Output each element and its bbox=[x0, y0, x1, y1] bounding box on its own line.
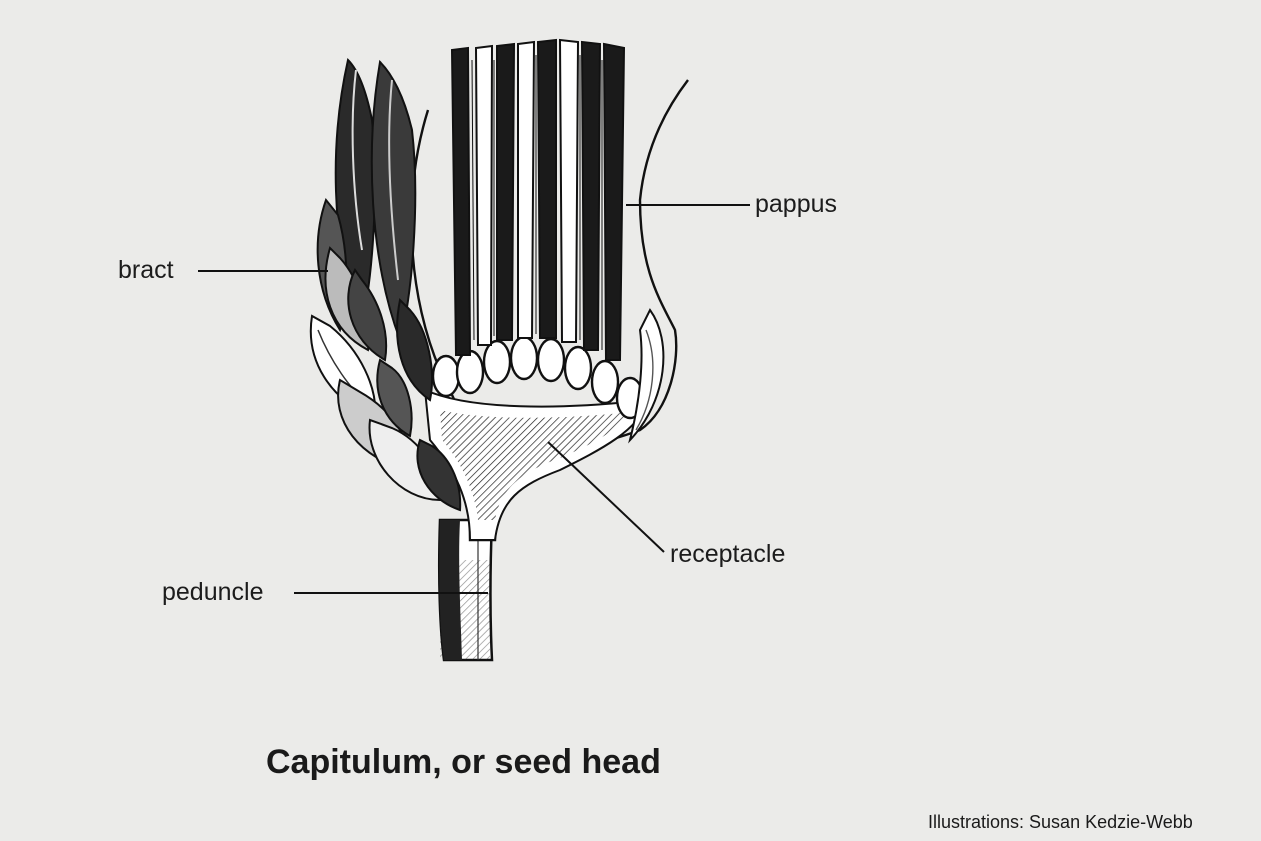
bract-label: bract bbox=[118, 256, 174, 285]
receptacle-shape bbox=[425, 390, 648, 540]
pappus-bristles bbox=[452, 40, 624, 360]
pappus-label: pappus bbox=[755, 190, 837, 219]
receptacle-label: receptacle bbox=[670, 540, 785, 569]
peduncle-label: peduncle bbox=[162, 578, 263, 607]
receptacle-leader-line bbox=[548, 442, 664, 552]
illustration-credit: Illustrations: Susan Kedzie-Webb bbox=[928, 812, 1193, 833]
figure-caption: Capitulum, or seed head bbox=[266, 743, 661, 782]
